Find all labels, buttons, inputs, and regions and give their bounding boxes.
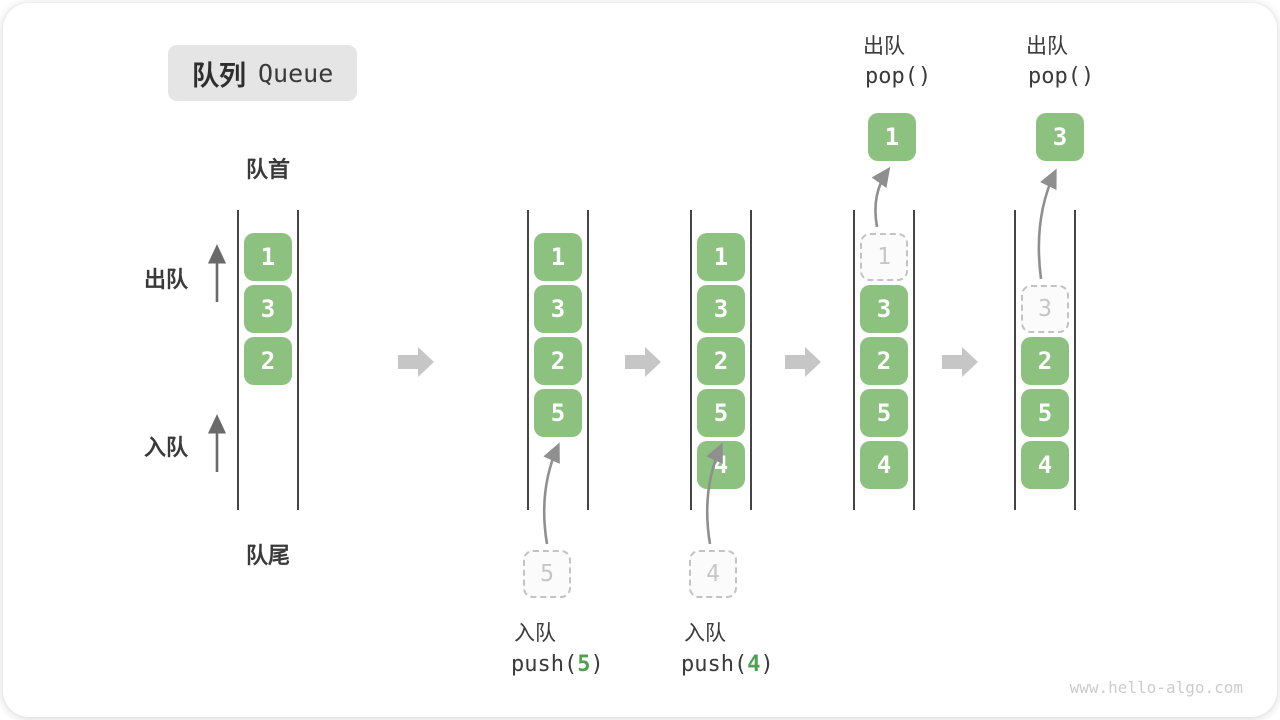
popped-value-3: 3 — [1036, 113, 1084, 161]
dequeue-side-label: 出队 — [143, 267, 188, 292]
title-zh: 队列 — [192, 60, 246, 91]
queue4-ghost-cell: 1 — [860, 233, 908, 281]
diagram-card — [3, 3, 1277, 717]
dequeue2-label: 出队 — [1026, 35, 1068, 58]
queue1-cell: 3 — [244, 285, 292, 333]
queue-channel-3 — [690, 210, 752, 510]
enqueue4-code: push(4) — [681, 652, 774, 677]
dequeue1-label: 出队 — [863, 35, 905, 58]
queue4-cell: 2 — [860, 337, 908, 385]
queue5-cell: 5 — [1021, 389, 1069, 437]
queue-channel-5 — [1014, 210, 1076, 510]
watermark: www.hello-algo.com — [1069, 678, 1243, 697]
dequeue1-code: pop() — [865, 64, 932, 89]
queue3-cell: 3 — [697, 285, 745, 333]
code-post: ) — [760, 652, 774, 677]
queue3-cell: 1 — [697, 233, 745, 281]
queue2-cell: 5 — [534, 389, 582, 437]
queue2-cell: 3 — [534, 285, 582, 333]
queue5-cell: 2 — [1021, 337, 1069, 385]
queue2-cell: 1 — [534, 233, 582, 281]
queue4-cell: 5 — [860, 389, 908, 437]
queue3-cell: 5 — [697, 389, 745, 437]
enqueue5-label: 入队 — [514, 622, 556, 645]
code-post: ) — [590, 652, 604, 677]
queue5-ghost-cell: 3 — [1021, 285, 1069, 333]
staged-value-5: 5 — [523, 550, 571, 598]
queue5-cell: 4 — [1021, 441, 1069, 489]
enqueue5-code: push(5) — [511, 652, 604, 677]
staged-value-4: 4 — [689, 550, 737, 598]
queue3-cell: 4 — [697, 441, 745, 489]
queue4-cell: 3 — [860, 285, 908, 333]
title-box: 队列 Queue — [168, 45, 358, 101]
title-en: Queue — [258, 58, 334, 88]
queue-front-label: 队首 — [245, 157, 290, 182]
code-arg: 5 — [577, 652, 591, 677]
queue-channel-4 — [853, 210, 915, 510]
queue-rear-label: 队尾 — [245, 543, 290, 568]
queue3-cell: 2 — [697, 337, 745, 385]
popped-value-1: 1 — [868, 113, 916, 161]
queue2-cell: 2 — [534, 337, 582, 385]
code-pre: push( — [681, 652, 748, 677]
enqueue4-label: 入队 — [684, 622, 726, 645]
queue4-cell: 4 — [860, 441, 908, 489]
code-pre: push( — [511, 652, 578, 677]
code-arg: 4 — [747, 652, 761, 677]
queue1-cell: 2 — [244, 337, 292, 385]
queue-channel-1 — [237, 210, 299, 510]
enqueue-side-label: 入队 — [143, 435, 188, 460]
queue-channel-2 — [527, 210, 589, 510]
dequeue2-code: pop() — [1028, 64, 1095, 89]
queue1-cell: 1 — [244, 233, 292, 281]
